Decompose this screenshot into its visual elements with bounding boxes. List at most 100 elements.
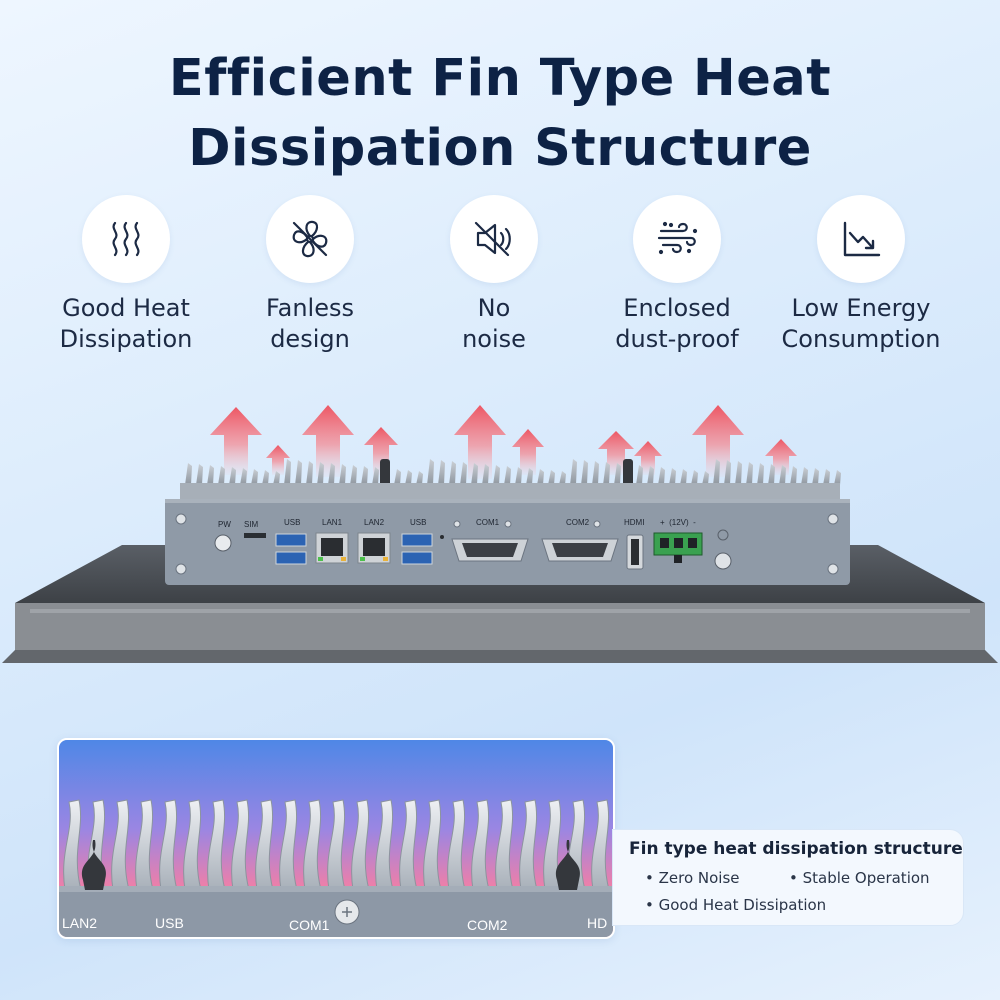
info-bullet: • Stable Operation xyxy=(789,869,930,887)
closeup-fins xyxy=(63,799,610,891)
port-label-hdmi: HDMI xyxy=(624,518,644,527)
heat-sink-fin xyxy=(350,465,357,485)
heat-sink-fin xyxy=(207,465,214,485)
heat-sink-fin xyxy=(735,461,742,485)
closeup-fin xyxy=(111,799,130,891)
heat-sink-fin xyxy=(757,463,764,485)
feature-fanless: Fanless design xyxy=(215,195,405,355)
heat-sink-fin xyxy=(779,465,786,485)
heat-sink-fin xyxy=(284,459,291,485)
heat-sink-fin xyxy=(196,464,203,485)
info-card: Fin type heat dissipation structure • Ze… xyxy=(612,829,964,926)
port-label-lan1: LAN1 xyxy=(322,518,343,527)
closeup-fin xyxy=(495,799,514,891)
page-title-line2: Dissipation Structure xyxy=(188,119,812,178)
port-label-com2: COM2 xyxy=(566,518,590,527)
feature-label-line1: No xyxy=(477,294,511,322)
heat-sink-fins xyxy=(185,459,841,491)
feature-label-line1: Good Heat xyxy=(62,294,190,322)
heat-sink-fin xyxy=(614,463,621,485)
heat-sink-fin xyxy=(328,463,335,485)
heat-arrow xyxy=(692,405,744,477)
power-button[interactable] xyxy=(214,534,232,552)
mounting-post xyxy=(555,840,581,890)
closeup-fin xyxy=(591,799,610,891)
closeup-fin xyxy=(303,799,322,891)
closeup-fin xyxy=(183,799,202,891)
feature-label: Fanless design xyxy=(215,293,405,355)
closeup-fin xyxy=(231,799,250,891)
heat-sink-fin xyxy=(592,461,599,485)
feature-label-line2: Consumption xyxy=(781,325,941,353)
inset-label-usb: USB xyxy=(155,915,184,931)
heat-sink-fin xyxy=(218,466,225,485)
heat-sink-fin xyxy=(581,460,588,485)
feature-icon-circle xyxy=(817,195,905,283)
feature-low-energy: Low Energy Consumption xyxy=(766,195,956,355)
usb-port[interactable] xyxy=(275,533,307,547)
heat-sink-fin xyxy=(570,459,577,485)
heat-sink-fin xyxy=(658,467,665,485)
heat-sink-fin xyxy=(317,462,324,485)
usb-port[interactable] xyxy=(401,551,433,565)
heat-sink-fin xyxy=(713,459,720,485)
heat-sink-fin xyxy=(746,462,753,485)
closeup-fin xyxy=(375,799,394,891)
heat-sink-fin xyxy=(251,469,258,485)
mounting-post xyxy=(81,840,107,890)
heat-sink-fin xyxy=(790,466,797,485)
heat-sink-fin xyxy=(361,466,368,485)
sim-slot[interactable] xyxy=(244,533,266,538)
closeup-fin xyxy=(399,799,418,891)
feature-icon-circle xyxy=(633,195,721,283)
heat-sink-fin xyxy=(768,464,775,485)
heat-sink-fin xyxy=(702,471,709,485)
heat-arrow xyxy=(765,439,797,475)
heat-arrow xyxy=(512,429,544,475)
heat-sink-fin xyxy=(548,470,555,485)
heat-sink-fin xyxy=(669,468,676,485)
heat-sink-fin xyxy=(812,468,819,485)
heat-sink-fin xyxy=(339,464,346,485)
heat-sink-fin xyxy=(482,464,489,485)
closeup-fin xyxy=(543,799,562,891)
heat-arrow xyxy=(364,427,398,475)
inset-label-hdmi: HD xyxy=(587,915,607,931)
page-title-line1: Efficient Fin Type Heat xyxy=(168,49,832,108)
feature-heat-dissipation: Good Heat Dissipation xyxy=(31,195,221,355)
heat-sink-fin xyxy=(471,463,478,485)
heat-sink-fin xyxy=(493,465,500,485)
info-bullet: • Zero Noise xyxy=(645,869,740,887)
inset-label-com1: COM1 xyxy=(289,917,330,933)
feature-label-line2: dust-proof xyxy=(615,325,739,353)
closeup-fin xyxy=(159,799,178,891)
feature-label-line1: Enclosed xyxy=(623,294,731,322)
usb-port[interactable] xyxy=(275,551,307,565)
chassis-io-panel: PW SIM USB LAN1 LAN2 USB COM1 COM2 HDMI … xyxy=(165,483,850,585)
heat-sink-fin xyxy=(801,467,808,485)
inset-label-lan2: LAN2 xyxy=(62,915,97,931)
fin-closeup-illustration: LAN2 USB COM1 COM2 HD xyxy=(59,740,613,937)
feature-icon-circle xyxy=(266,195,354,283)
feature-icon-circle xyxy=(450,195,538,283)
closeup-fin xyxy=(519,799,538,891)
port-label-power: + (12V) - xyxy=(660,518,696,527)
closeup-fin xyxy=(207,799,226,891)
heat-sink-fin xyxy=(636,465,643,485)
heat-sink-fin xyxy=(691,470,698,485)
heat-sink-fin xyxy=(559,471,566,485)
heat-sink-fin xyxy=(680,469,687,485)
usb-port[interactable] xyxy=(401,533,433,547)
heat-sink-fin xyxy=(306,461,313,485)
closeup-fin xyxy=(279,799,298,891)
no-fan-icon xyxy=(292,220,328,258)
heat-sink-fin xyxy=(515,467,522,485)
feature-label: No noise xyxy=(399,293,589,355)
heat-sink-fin xyxy=(240,468,247,485)
closeup-fin xyxy=(423,799,442,891)
heat-sink-fin xyxy=(229,467,236,485)
trend-down-chart-icon xyxy=(843,221,881,257)
heat-sink-fin xyxy=(394,469,401,485)
heat-sink-fin xyxy=(416,471,423,485)
ground-screw xyxy=(714,552,732,570)
